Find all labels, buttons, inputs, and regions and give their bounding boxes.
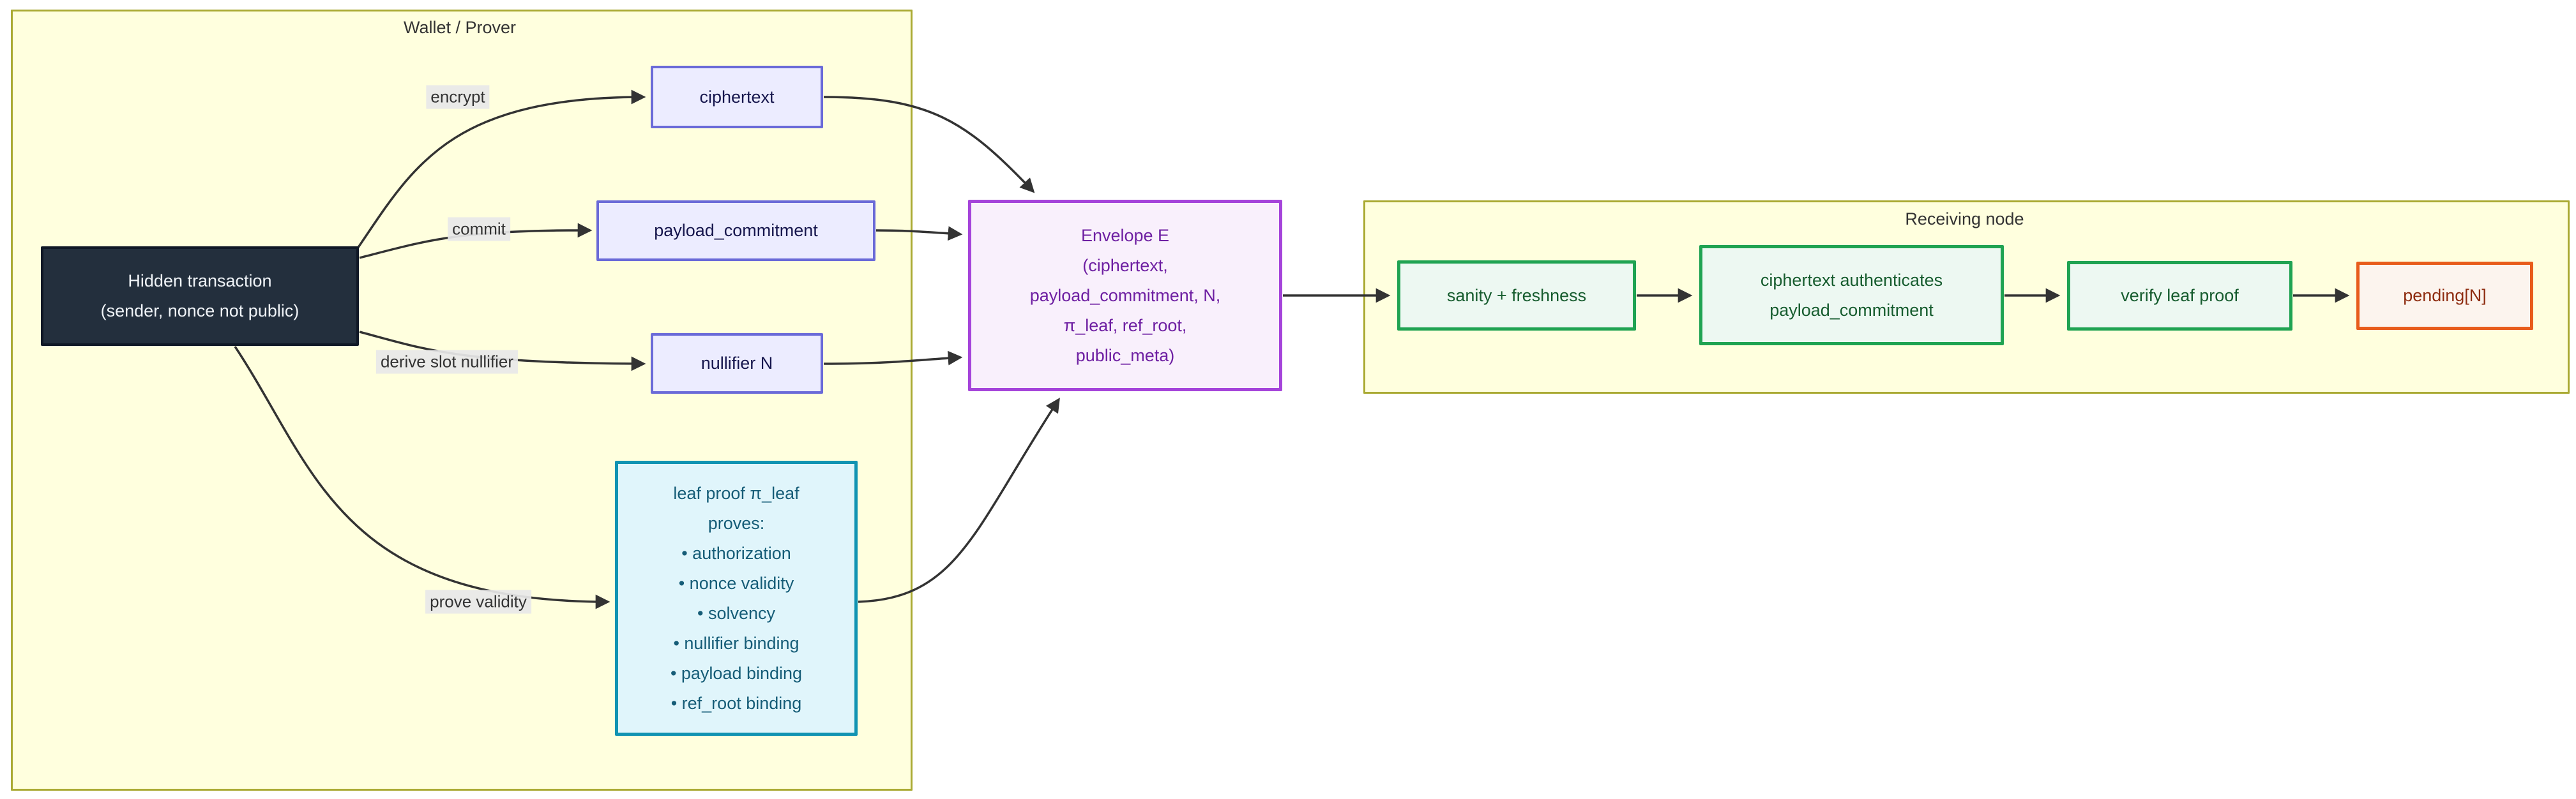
node-hidden-transaction: Hidden transaction (sender, nonce not pu… xyxy=(41,246,359,346)
node-ciphertext-authenticates: ciphertext authenticates payload_commitm… xyxy=(1699,245,2004,345)
edge-label-derive-slot-nullifier: derive slot nullifier xyxy=(375,350,519,374)
node-envelope: Envelope E (ciphertext, payload_commitme… xyxy=(968,200,1282,391)
node-pending-n: pending[N] xyxy=(2356,262,2533,330)
edge-label-commit: commit xyxy=(448,217,510,241)
cluster-receiving-node-title: Receiving node xyxy=(1905,209,2024,228)
node-verify-leaf-proof: verify leaf proof xyxy=(2067,261,2292,331)
node-sanity-freshness: sanity + freshness xyxy=(1397,260,1636,331)
cluster-wallet-prover-title: Wallet / Prover xyxy=(403,18,517,37)
edge-label-prove-validity: prove validity xyxy=(425,590,531,614)
node-nullifier-n: nullifier N xyxy=(651,333,823,394)
node-ciphertext: ciphertext xyxy=(651,66,823,128)
edge-label-encrypt: encrypt xyxy=(426,85,490,109)
node-payload-commitment: payload_commitment xyxy=(596,200,875,261)
node-leaf-proof: leaf proof π_leaf proves: • authorizatio… xyxy=(615,461,858,736)
